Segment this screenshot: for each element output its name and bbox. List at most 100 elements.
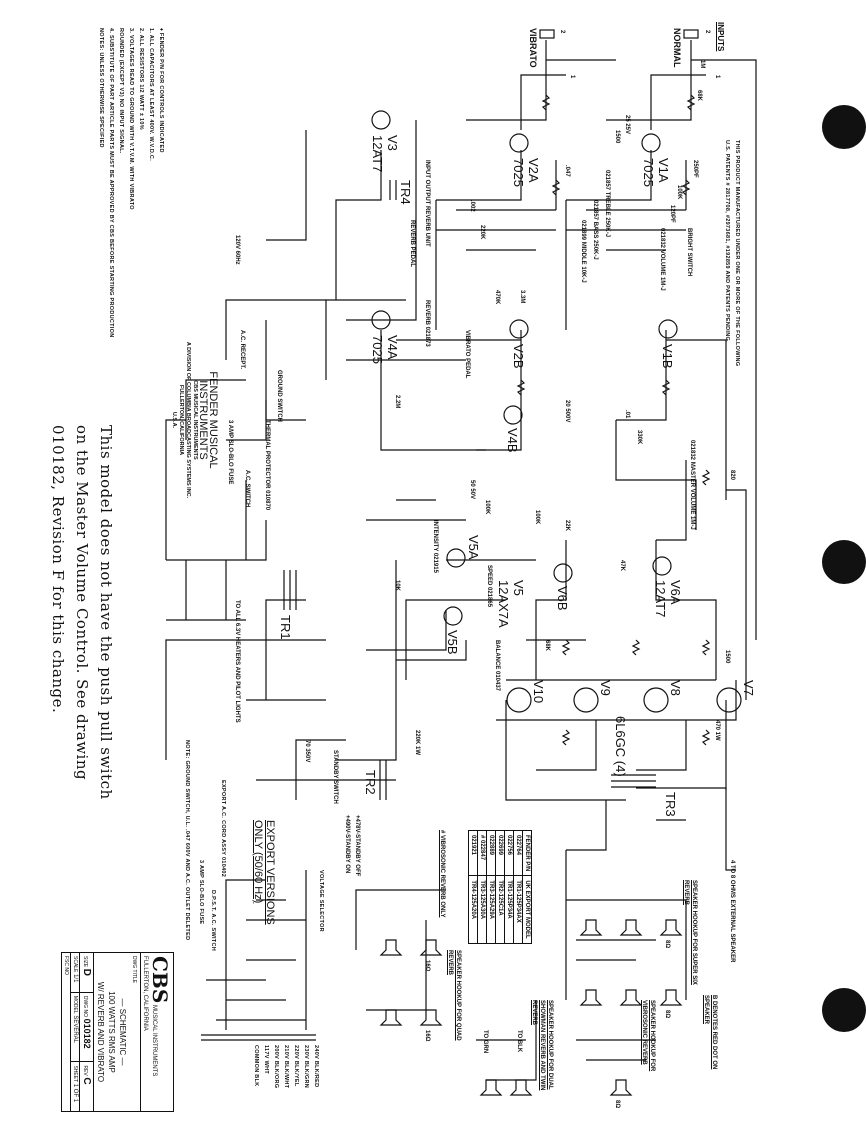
tube-v6b: V6B: [553, 563, 573, 611]
drawing-number: 010182: [82, 1018, 92, 1049]
svg-text:V8: V8: [668, 680, 683, 696]
svg-text:SPEED 021865: SPEED 021865: [486, 565, 492, 608]
note-item: ♦ FENDER P/N FOR CONTROLS INDICATED: [158, 28, 164, 153]
change-note-line: 010182, Revision F for this change.: [49, 425, 67, 714]
tube-v8: V8: [643, 680, 683, 713]
svg-text:021832 VOLUME 1M-J: 021832 VOLUME 1M-J: [659, 228, 665, 291]
svg-text:1M: 1M: [699, 60, 705, 68]
svg-text:A.C. RECEPT.: A.C. RECEPT.: [239, 330, 245, 369]
svg-text:STANDBY SWITCH: STANDBY SWITCH: [332, 750, 338, 804]
export-note: NOTE: GROUND SWITCH, U.L. .047 600V AND …: [184, 740, 190, 941]
tr3-label: TR3: [663, 792, 678, 817]
svg-text:1: 1: [714, 75, 720, 79]
export-cord: EXPORT A.C. CORD ASSY 010402: [220, 780, 226, 878]
svg-text:V5B: V5B: [445, 630, 460, 655]
svg-text:.047: .047: [564, 165, 570, 177]
tr2-label: TR2: [363, 770, 378, 795]
revision: C: [81, 1077, 92, 1085]
svg-text:100K: 100K: [534, 510, 540, 525]
svg-text:250PF: 250PF: [692, 160, 698, 178]
transformers: TR1 TR2 TR3 TR4: [278, 180, 678, 817]
svg-text:021857 TREBLE 250K-J: 021857 TREBLE 250K-J: [604, 170, 610, 237]
svg-text:2.2M: 2.2M: [394, 395, 400, 408]
change-note-line: This model does not have the push pull s…: [97, 425, 115, 800]
company-line: FULLERTON, CALIFORNIA: [178, 384, 184, 456]
svg-text:220K 1W: 220K 1W: [414, 730, 420, 755]
svg-text:50 50V: 50 50V: [469, 480, 475, 499]
svg-text:12AT7: 12AT7: [370, 135, 385, 172]
svg-text:GROUND SWITCH: GROUND SWITCH: [276, 370, 282, 422]
notes-list: ♦ FENDER P/N FOR CONTROLS INDICATED 1. A…: [96, 28, 166, 348]
note-item: 2. ALL RESISTORS 1/2 WATT ± 10%: [138, 28, 144, 130]
note-item: ROUNDED (EXCEPT V3) NO INPUT SIGNAL.: [118, 28, 124, 154]
tr1-label: TR1: [278, 615, 293, 640]
svg-text:+490V-STANDBY ON: +490V-STANDBY ON: [344, 815, 350, 873]
voltage-taps: 240V BLK/RED 230V BLK/GRN 220V BLK/YEL 2…: [253, 1045, 319, 1089]
svg-text:68K: 68K: [696, 90, 702, 102]
dual-showman-hookup-title: SPEAKER HOOKUP FOR DUAL SHOWMAN REVERB A…: [531, 1000, 553, 1091]
svg-text:25 25V: 25 25V: [624, 115, 630, 134]
component-labels: 021857 TREBLE 250K-J 021857 BASS 250K-J …: [227, 60, 735, 963]
svg-text:3.3M: 3.3M: [519, 290, 525, 303]
svg-text:12AT7: 12AT7: [653, 580, 668, 617]
svg-text:V1B: V1B: [660, 344, 675, 369]
punch-hole-bottom: [822, 988, 866, 1032]
svg-text:70 350V: 70 350V: [304, 740, 310, 762]
export-fuse-label: 3 AMP SLO-BLO FUSE: [198, 860, 204, 925]
svg-text:BALANCE 010437: BALANCE 010437: [494, 640, 500, 692]
title-block: CBS MUSICAL INSTRUMENTS FULLERTON, CALIF…: [61, 952, 174, 1112]
company-block: FENDER MUSICAL INSTRUMENTS CBS MUSICAL I…: [170, 340, 219, 500]
svg-text:V2B: V2B: [511, 344, 526, 369]
svg-text:V7: V7: [741, 680, 756, 696]
change-note-line: on the Master Volume Control. See drawin…: [73, 425, 91, 781]
svg-text:V6A: V6A: [668, 580, 683, 605]
svg-text:V5A: V5A: [466, 535, 481, 560]
input-normal-label: NORMAL: [672, 28, 682, 68]
patent-line: THIS PRODUCT MANUFACTURED UNDER ONE OR M…: [734, 140, 740, 367]
red-dot-note: B DENOTES RED DOT ON SPEAKER: [703, 995, 717, 1070]
tube-v1b: V1B: [658, 319, 678, 369]
drawing-title: — SCHEMATIC —: [118, 998, 127, 1066]
svg-text:100K: 100K: [484, 500, 490, 515]
svg-text:THERMAL PROTECTOR 010870: THERMAL PROTECTOR 010870: [264, 420, 270, 511]
tube-v5b: V5B: [443, 606, 463, 655]
svg-text:7025: 7025: [511, 158, 526, 187]
tube-v4b: V4B: [503, 405, 523, 453]
svg-text:V1A: V1A: [656, 158, 671, 183]
svg-text:021899 MIDDLE 10K-J: 021899 MIDDLE 10K-J: [580, 220, 586, 283]
svg-text:.002: .002: [469, 200, 475, 212]
tube-v9: V9: [573, 680, 613, 713]
svg-text:INPUT OUTPUT REVERB UNIT: INPUT OUTPUT REVERB UNIT: [424, 160, 430, 247]
voltage-selector-label: VOLTAGE SELECTOR: [318, 870, 324, 932]
svg-text:TO GRN: TO GRN: [482, 1030, 488, 1053]
input-jacks: 21 21: [539, 29, 720, 79]
svg-text:V3: V3: [385, 135, 400, 151]
svg-text:REVERB 021873: REVERB 021873: [424, 300, 430, 347]
svg-text:7025: 7025: [641, 158, 656, 187]
note-item: 4. SUBSTITUTE OF PART ARTICLE PARTS MUST…: [108, 28, 114, 338]
tube-v5a: V5A: [446, 535, 481, 568]
svg-text:V6B: V6B: [555, 586, 570, 611]
svg-text:47K: 47K: [619, 560, 625, 572]
svg-text:V9: V9: [598, 680, 613, 696]
super-six-hookup-title: SPEAKER HOOKUP FOR SUPER SIX REVERB: [683, 880, 697, 985]
company-line: A DIVISION OF COLUMBIA BROADCASTING SYST…: [185, 341, 191, 499]
note-item: NOTES: UNLESS OTHERWISE SPECIFIED: [98, 28, 104, 148]
company-line: CBS MUSICAL INSTRUMENTS: [192, 380, 198, 460]
svg-text:100K: 100K: [676, 185, 682, 200]
tr4-label: TR4: [398, 180, 413, 205]
tube-v10: V10: [506, 680, 546, 713]
svg-text:220K: 220K: [479, 225, 485, 240]
svg-text:4 TO 8 OHMS EXTERNAL SPEAKER: 4 TO 8 OHMS EXTERNAL SPEAKER: [729, 860, 735, 963]
svg-text:TO BLK: TO BLK: [516, 1030, 522, 1053]
drawing-title: W/ REVERB AND VIBRATO: [96, 981, 105, 1083]
